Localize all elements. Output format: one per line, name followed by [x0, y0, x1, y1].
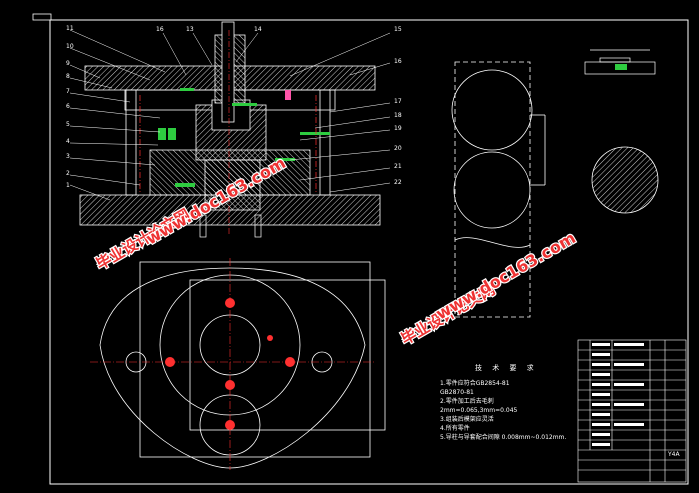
- part-label: 11: [66, 25, 74, 32]
- part-label: 22: [394, 179, 402, 186]
- part-label: 21: [394, 163, 402, 170]
- part-label: 18: [394, 112, 402, 119]
- part-label: 15: [394, 26, 402, 33]
- tech-note-line: 2mm=0.065,3mm=0.045: [440, 407, 518, 414]
- part-labels-top: 16 13 14 15: [156, 26, 402, 33]
- part-label: 16: [394, 58, 402, 65]
- tech-requirements-title: 技 术 要 求: [475, 363, 538, 372]
- title-block-label: Y4A: [667, 451, 680, 458]
- small-part-view: [584, 49, 656, 75]
- part-label: 17: [394, 98, 402, 105]
- part-label: 7: [66, 88, 70, 95]
- tech-requirements: 技 术 要 求 1.零件应符合GB2854-81 GB2870-81 2.零件加…: [440, 363, 566, 441]
- title-block: [577, 339, 687, 483]
- part-label: 19: [394, 125, 402, 132]
- part-label: 10: [66, 43, 74, 50]
- circular-section: [591, 146, 659, 214]
- part-label: 2: [66, 170, 70, 177]
- part-label: 13: [186, 26, 194, 33]
- part-label: 16: [156, 26, 164, 33]
- part-label: 9: [66, 60, 70, 67]
- part-label: 3: [66, 153, 70, 160]
- part-label: 8: [66, 73, 70, 80]
- part-label: 4: [66, 138, 70, 145]
- tech-note-line: 2.零件加工后去毛刺: [440, 397, 494, 405]
- drawing-border: [49, 19, 689, 485]
- part-label: 1: [66, 182, 70, 189]
- plan-view: [90, 258, 386, 470]
- part-detail-view: [451, 61, 546, 318]
- part-label-leaders: [69, 29, 391, 201]
- tech-note-line: 3.组装后模架应灵活: [440, 415, 494, 423]
- part-label: 6: [66, 103, 70, 110]
- part-label: 5: [66, 121, 70, 128]
- corner-tab: [32, 13, 52, 21]
- tech-note-line: 4.所有零件: [440, 424, 470, 432]
- part-label: 20: [394, 145, 402, 152]
- part-label: 14: [254, 26, 262, 33]
- tech-note-line: GB2870-81: [440, 389, 474, 396]
- watermark-url: www.doc163.com: [433, 228, 579, 323]
- part-labels-right: 16 17 18 19 20 21 22: [394, 58, 402, 186]
- part-labels-left: 11 10 9 8 7 6 5 4 3 2 1: [66, 25, 74, 189]
- tech-note-line: 1.零件应符合GB2854-81: [440, 379, 510, 387]
- section-view: [79, 21, 381, 238]
- tech-note-line: 5.导柱与导套配合间隙 0.008mm~0.012mm.: [440, 433, 566, 441]
